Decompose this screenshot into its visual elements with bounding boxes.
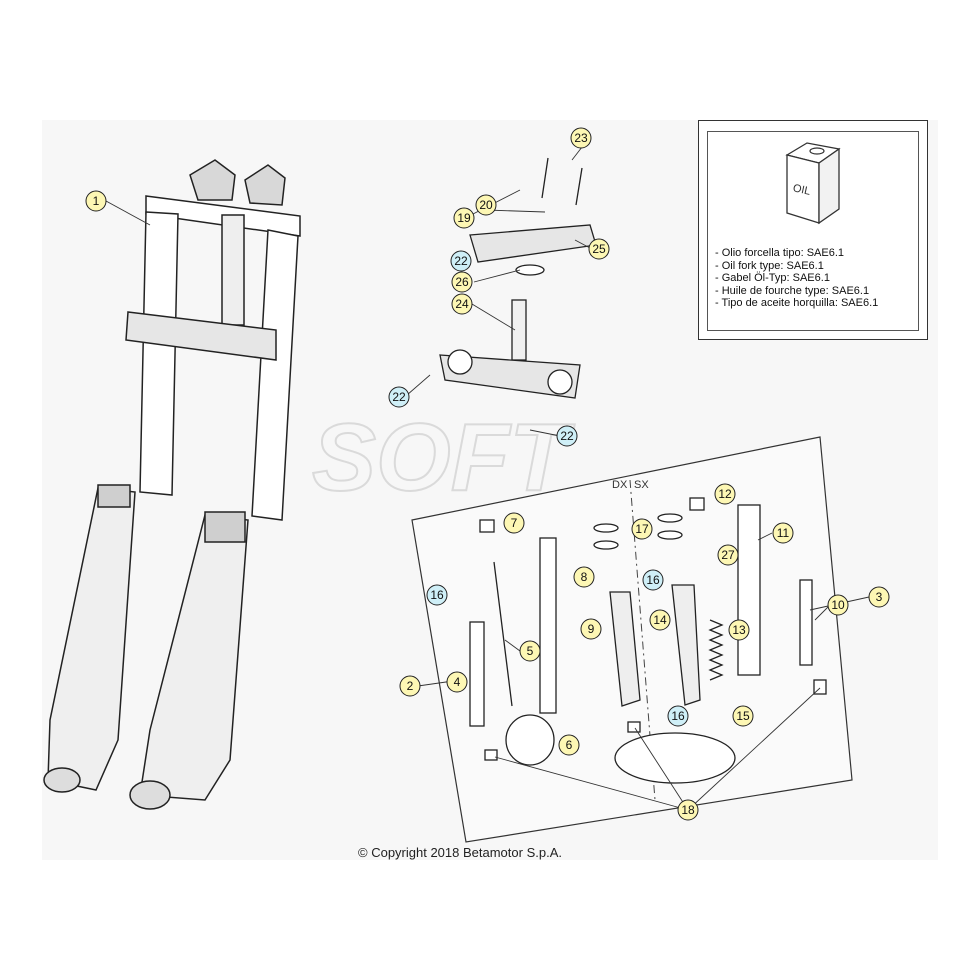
callout-20: 20 [475,194,497,216]
svg-text:20: 20 [479,198,493,212]
svg-text:18: 18 [681,803,695,817]
copyright-notice: © Copyright 2018 Betamotor S.p.A. [358,845,562,860]
svg-text:24: 24 [455,297,469,311]
svg-text:19: 19 [457,211,471,225]
svg-text:26: 26 [455,275,469,289]
leader-lines [105,137,870,811]
callout-13: 13 [728,619,750,641]
svg-text:16: 16 [671,709,685,723]
svg-text:17: 17 [635,522,649,536]
callout-22-c: 22 [556,425,578,447]
callout-2: 2 [399,675,421,697]
oil-can-label: OIL [792,182,812,197]
callout-27: 27 [717,544,739,566]
oil-type-list: - Olio forcella tipo: SAE6.1 - Oil fork … [715,247,878,310]
callout-3: 3 [868,586,890,608]
callout-22-b: 22 [388,386,410,408]
callout-6: 6 [558,734,580,756]
oil-can-icon: OIL [785,142,841,225]
oil-line-de: - Gabel Öl-Typ: SAE6.1 [715,272,830,285]
watermark: SOFT [312,404,575,511]
svg-text:14: 14 [653,613,667,627]
callout-23: 23 [570,127,592,149]
svg-text:4: 4 [454,675,461,689]
svg-text:22: 22 [560,429,574,443]
side-label-sx: SX [634,479,649,491]
svg-text:6: 6 [566,738,573,752]
svg-text:13: 13 [732,623,746,637]
callout-18: 18 [677,799,699,821]
side-label-dx: DX [612,479,628,491]
svg-text:12: 12 [718,487,732,501]
callout-16-c: 16 [667,705,689,727]
callout-15: 15 [732,705,754,727]
callout-5: 5 [519,640,541,662]
svg-text:23: 23 [574,131,588,145]
callout-1: 1 [85,190,107,212]
oil-line-es: - Tipo de aceite horquilla: SAE6.1 [715,297,879,310]
svg-text:22: 22 [454,254,468,268]
callout-24: 24 [451,293,473,315]
callout-26: 26 [451,271,473,293]
callout-10: 10 [827,594,849,616]
svg-text:1: 1 [93,194,100,208]
callout-7: 7 [503,512,525,534]
svg-text:25: 25 [592,242,606,256]
svg-text:15: 15 [736,709,750,723]
callout-19: 19 [453,207,475,229]
callout-25: 25 [588,238,610,260]
callout-12: 12 [714,483,736,505]
callout-11: 11 [772,522,794,544]
svg-text:16: 16 [646,573,660,587]
callout-9: 9 [580,618,602,640]
svg-text:16: 16 [430,588,444,602]
svg-text:7: 7 [511,516,518,530]
svg-text:5: 5 [527,644,534,658]
callout-8: 8 [573,566,595,588]
svg-text:8: 8 [581,570,588,584]
svg-text:10: 10 [831,598,845,612]
oil-line-en: - Oil fork type: SAE6.1 [715,259,824,272]
svg-text:27: 27 [721,548,735,562]
svg-text:2: 2 [407,679,414,693]
assembled-fork [43,159,301,810]
svg-text:3: 3 [876,590,883,604]
svg-text:11: 11 [777,526,790,540]
callout-17: 17 [631,518,653,540]
callout-4: 4 [446,671,468,693]
oil-legend-frame [707,131,919,331]
oil-legend-box: OIL - Olio forcella tipo: SAE6.1 - Oil f… [698,120,928,340]
callout-16-a: 16 [642,569,664,591]
callout-22-a: 22 [450,250,472,272]
svg-text:22: 22 [392,390,406,404]
callouts: 1 23 20 19 25 22 26 24 22 22 7 12 17 11 … [85,127,890,821]
callout-14: 14 [649,609,671,631]
svg-text:9: 9 [588,622,595,636]
internal-parts-panel: DX SX [411,436,853,843]
oil-line-it: - Olio forcella tipo: SAE6.1 [715,247,845,259]
callout-16-b: 16 [426,584,448,606]
oil-line-fr: - Huile de fourche type: SAE6.1 [715,284,870,297]
